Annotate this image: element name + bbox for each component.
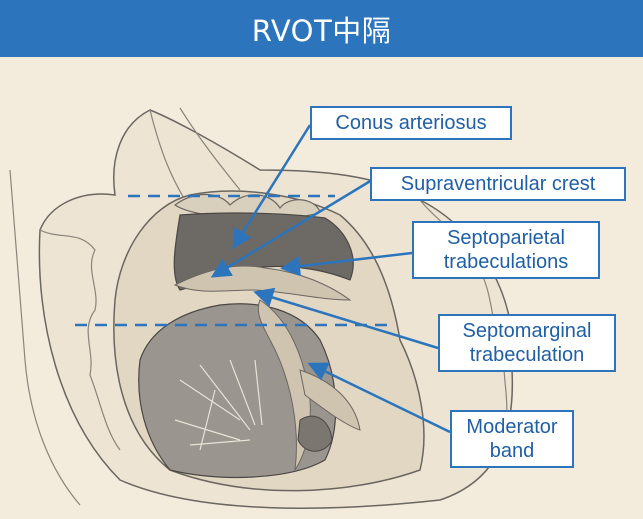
label-conus-arteriosus: Conus arteriosus (310, 106, 512, 140)
label-moderator-band: Moderator band (450, 410, 574, 468)
label-septomarginal-trabeculation: Septomarginal trabeculation (438, 314, 616, 372)
page-title: RVOT中隔 (0, 0, 643, 57)
label-septoparietal-trabeculations: Septoparietal trabeculations (412, 221, 600, 279)
label-supraventricular-crest: Supraventricular crest (370, 167, 626, 201)
